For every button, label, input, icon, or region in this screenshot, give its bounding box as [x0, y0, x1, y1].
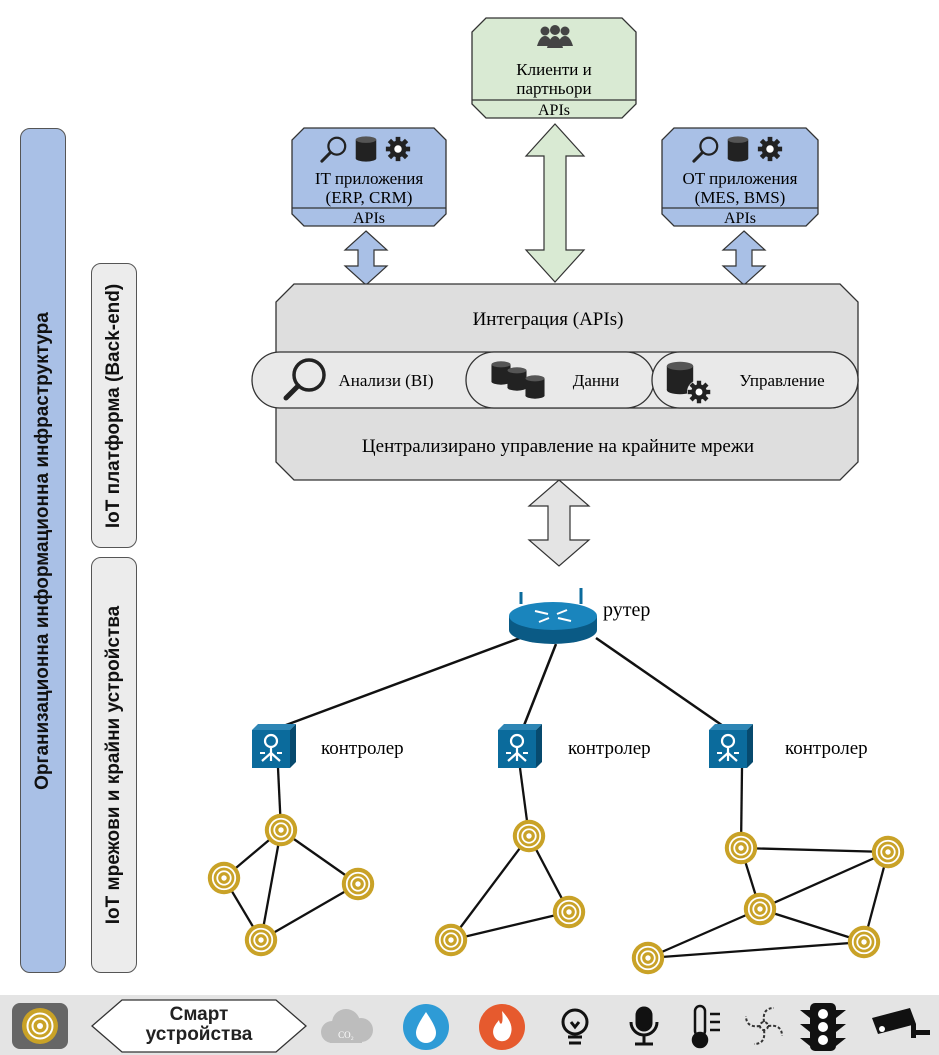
- gear-icon: [385, 136, 411, 162]
- controller-2-label: контролер: [568, 738, 651, 759]
- controller-2-icon: [498, 724, 542, 768]
- layer-networks-bar: IoT мрежови и крайни устройства: [91, 557, 137, 973]
- fire-icon: [479, 1004, 525, 1050]
- layer-org-bar: Организационна информационна инфраструкт…: [20, 128, 66, 973]
- svg-text:CO₂: CO₂: [338, 1030, 354, 1040]
- it-apps-box: IT приложения (ERP, CRM) APIs: [291, 127, 447, 227]
- sensor-icon: [723, 830, 759, 866]
- clients-box: Клиенти и партньори APIs: [471, 17, 637, 119]
- integration-label: Интеграция (APIs): [473, 309, 624, 330]
- smart-devices-line1: Смарт: [169, 1004, 229, 1025]
- clients-line1: Клиенти и: [516, 60, 591, 79]
- water-drop-icon: [403, 1004, 449, 1050]
- router-label: рутер: [603, 599, 650, 621]
- mesh-links: [223, 767, 890, 960]
- ot-platform-arrow: [721, 230, 767, 286]
- platform-block: Интеграция (APIs) Анализи (BI) Данни Упр…: [251, 283, 859, 481]
- router-links: [277, 636, 727, 730]
- traffic-light-icon: [800, 1003, 846, 1051]
- ot-apps-apis: APIs: [724, 210, 756, 227]
- thermometer-icon: [691, 1004, 720, 1049]
- platform-router-arrow: [527, 479, 591, 567]
- sensor-icon: [243, 922, 279, 958]
- sensor-icon: [870, 834, 906, 870]
- analytics-magnifier-icon: [283, 358, 326, 401]
- it-apps-apis: APIs: [353, 210, 385, 227]
- sensor-icon: [263, 812, 299, 848]
- controller-1-label: контролер: [321, 738, 404, 759]
- controller-3-icon: [709, 724, 753, 768]
- sensor-nodes: [206, 812, 906, 976]
- sensor-icon: [511, 818, 547, 854]
- clients-apis: APIs: [538, 102, 570, 119]
- security-camera-icon: [872, 1008, 930, 1038]
- smart-devices-line2: устройства: [145, 1024, 253, 1045]
- it-platform-arrow: [343, 230, 389, 286]
- management-label: Управление: [739, 371, 824, 390]
- ot-apps-line2: (MES, BMS): [695, 188, 786, 207]
- sensor-icon: [206, 860, 242, 896]
- users-icon: [537, 25, 573, 48]
- it-apps-line1: IT приложения: [315, 169, 424, 188]
- database-icon: [727, 136, 749, 162]
- sensor-icon: [551, 894, 587, 930]
- sensor-icon: [742, 891, 778, 927]
- smart-sensor-icon: [21, 1007, 59, 1045]
- layer-platform-bar: IoT платформа (Back-end): [91, 263, 137, 548]
- co2-cloud-icon: CO₂: [321, 1009, 373, 1043]
- router-icon: [509, 588, 597, 644]
- lightbulb-icon: [561, 1008, 589, 1045]
- clients-line2: партньори: [516, 79, 591, 98]
- ot-apps-box: OT приложения (MES, BMS) APIs: [661, 127, 819, 227]
- management-db-gear-icon: [666, 361, 711, 404]
- sensor-icon: [630, 940, 666, 976]
- sensor-icon: [340, 866, 376, 902]
- fan-icon: [745, 1007, 783, 1045]
- sensor-icon: [846, 924, 882, 960]
- controller-3-label: контролер: [785, 738, 868, 759]
- central-management-label: Централизирано управление на крайните мр…: [362, 436, 754, 457]
- gear-icon: [757, 136, 783, 162]
- smart-devices-label: Смарт устройства: [122, 1005, 276, 1045]
- smart-devices-bar: CO₂: [0, 995, 939, 1055]
- it-apps-line2: (ERP, CRM): [326, 188, 413, 207]
- database-icon: [355, 136, 377, 162]
- microphone-icon: [629, 1006, 659, 1046]
- clients-platform-arrow: [524, 123, 586, 283]
- controller-1-icon: [252, 724, 296, 768]
- analytics-label: Анализи (BI): [338, 371, 433, 390]
- ot-apps-line1: OT приложения: [683, 169, 798, 188]
- sensor-icon: [433, 922, 469, 958]
- data-label: Данни: [573, 371, 619, 390]
